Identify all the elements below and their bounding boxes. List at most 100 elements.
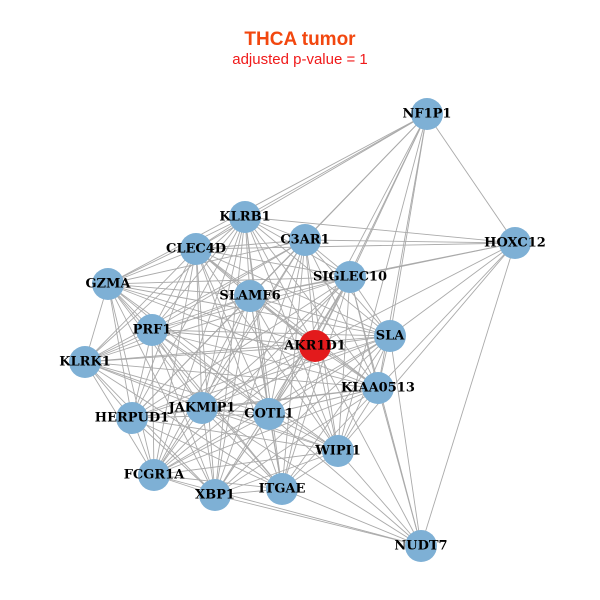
edge-SIGLEC10-FCGR1A [153,276,351,476]
node-label: HERPUD1 [95,411,169,426]
edge-KLRB1-KIAA0513 [244,216,379,389]
edge-SLA-COTL1 [268,335,391,415]
edge-GZMA-ITGAE [107,283,283,490]
node-SLA: SLA [374,320,406,352]
node-circle [362,372,394,404]
node-SLAMF6: SLAMF6 [219,280,281,312]
edge-NUDT7-FCGR1A [153,474,422,547]
edge-HERPUD1-XBP1 [131,417,216,496]
edge-HERPUD1-ITGAE [131,417,283,490]
edge-KIAA0513-XBP1 [214,387,379,496]
node-circle [266,473,298,505]
edge-PRF1-FCGR1A [151,329,155,476]
edge-PRF1-KIAA0513 [151,329,379,389]
node-label: GZMA [85,277,131,292]
node-NF1P1: NF1P1 [403,98,451,130]
edge-KIAA0513-COTL1 [268,387,379,415]
edge-CLEC4D-KIAA0513 [195,248,379,389]
edge-C3AR1-FCGR1A [153,239,306,476]
edge-HOXC12-KIAA0513 [377,242,516,389]
edge-C3AR1-AKR1D1 [304,239,316,347]
edge-KLRK1-ITGAE [84,361,283,490]
edge-C3AR1-CLEC4D [195,239,306,250]
edge-KLRB1-JAKMIP1 [201,216,246,409]
figure-subtitle: adjusted p-value = 1 [232,51,368,68]
node-HERPUD1: HERPUD1 [95,402,169,434]
node-GZMA: GZMA [85,268,131,300]
node-label: WIPI1 [314,444,361,459]
edge-SLA-KLRK1 [84,335,391,363]
edge-HOXC12-C3AR1 [304,239,516,244]
edge-HERPUD1-WIPI1 [131,417,339,452]
node-COTL1: COTL1 [244,398,294,430]
node-SIGLEC10: SIGLEC10 [313,261,387,293]
node-label: PRF1 [133,323,172,338]
edge-PRF1-WIPI1 [151,329,339,452]
nodes-layer: NF1P1HOXC12KLRB1C3AR1CLEC4DSIGLEC10GZMAS… [59,98,546,562]
edge-SLAMF6-PRF1 [151,295,251,331]
edge-GZMA-AKR1D1 [107,283,316,347]
node-label: NUDT7 [394,539,447,554]
edge-CLEC4D-XBP1 [195,248,216,496]
node-WIPI1: WIPI1 [314,435,361,467]
edge-KLRK1-JAKMIP1 [84,361,203,409]
node-label: SLAMF6 [219,289,280,304]
edge-CLEC4D-KLRK1 [84,248,197,363]
node-label: XBP1 [195,488,235,503]
edge-AKR1D1-KLRK1 [84,345,316,363]
node-label: KLRB1 [219,210,270,225]
node-PRF1: PRF1 [133,314,172,346]
edge-SLAMF6-HERPUD1 [131,295,251,419]
node-circle [234,280,266,312]
edge-COTL1-FCGR1A [153,413,270,476]
node-AKR1D1: AKR1D1 [283,330,346,362]
edge-NUDT7-WIPI1 [337,450,422,547]
node-circle [229,201,261,233]
edge-KLRB1-PRF1 [151,216,246,331]
node-label: JAKMIP1 [168,401,236,416]
edge-NUDT7-SIGLEC10 [349,276,422,547]
node-circle [186,392,218,424]
edge-SIGLEC10-GZMA [107,276,351,285]
edge-CLEC4D-JAKMIP1 [195,248,203,409]
node-label: FCGR1A [124,468,186,483]
node-circle [334,261,366,293]
node-ITGAE: ITGAE [259,473,306,505]
node-circle [299,330,331,362]
node-C3AR1: C3AR1 [280,224,330,256]
edge-AKR1D1-ITGAE [281,345,316,490]
edge-KLRB1-GZMA [107,216,246,285]
edge-KLRK1-KIAA0513 [84,361,379,389]
edge-NF1P1-HOXC12 [426,113,516,244]
node-CLEC4D: CLEC4D [166,233,226,265]
edge-AKR1D1-HERPUD1 [131,345,316,419]
edge-SLAMF6-FCGR1A [153,295,251,476]
edge-GZMA-WIPI1 [107,283,339,452]
edge-SLA-ITGAE [281,335,391,490]
edge-HOXC12-KLRB1 [244,216,516,244]
edge-GZMA-XBP1 [107,283,216,496]
edge-SLAMF6-SLA [249,295,391,337]
edge-HOXC12-AKR1D1 [314,242,516,347]
node-circle [374,320,406,352]
node-label: SLA [376,329,406,344]
edge-SIGLEC10-ITGAE [281,276,351,490]
edge-COTL1-XBP1 [214,413,270,496]
edge-NF1P1-AKR1D1 [314,113,428,347]
node-KLRB1: KLRB1 [219,201,271,233]
node-label: C3AR1 [280,233,329,248]
node-label: KLRK1 [59,355,111,370]
edge-KIAA0513-JAKMIP1 [201,387,379,409]
edge-KLRK1-XBP1 [84,361,216,496]
edge-GZMA-FCGR1A [107,283,155,476]
node-KLRK1: KLRK1 [59,346,111,378]
edge-SIGLEC10-SLAMF6 [249,276,351,297]
edge-PRF1-SLA [151,329,391,337]
edge-WIPI1-XBP1 [214,450,339,496]
node-circle [136,314,168,346]
edge-HOXC12-SLA [389,242,516,337]
figure-title: THCA tumor [244,29,356,50]
edge-NUDT7-SLA [389,335,422,547]
node-circle [499,227,531,259]
